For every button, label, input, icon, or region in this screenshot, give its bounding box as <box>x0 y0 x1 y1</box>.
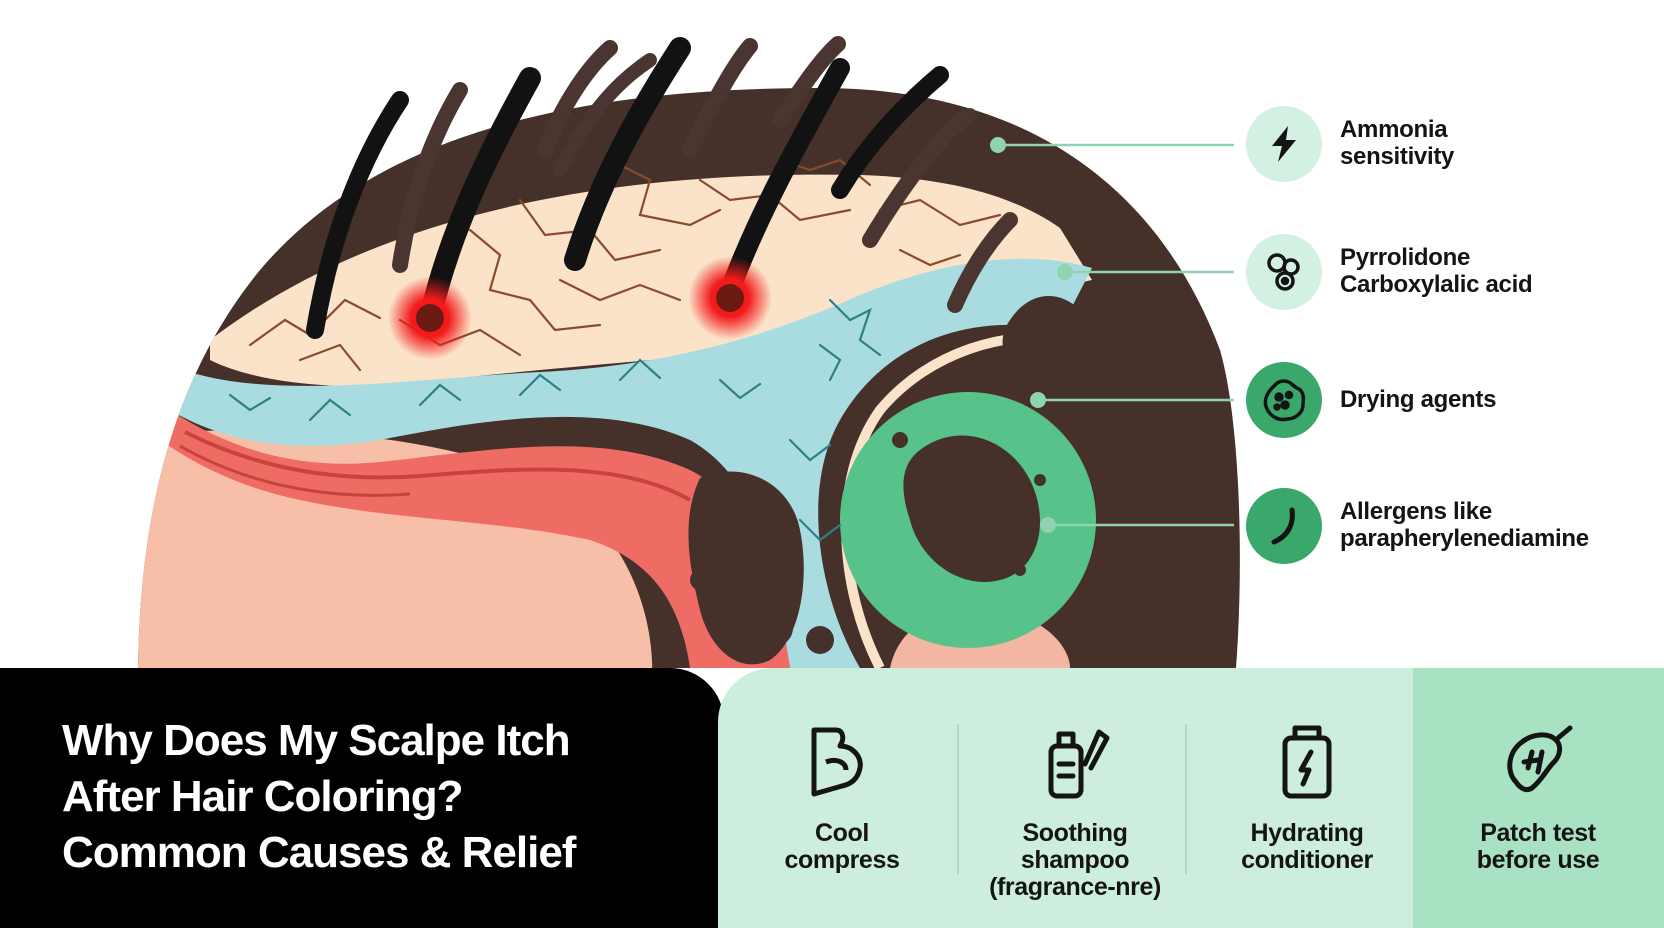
hair-strands <box>306 36 1018 339</box>
relief-highlight <box>1413 668 1664 928</box>
drying-agent-icon <box>1246 362 1322 438</box>
lightning-icon <box>1246 106 1322 182</box>
callout-lines <box>998 143 1234 527</box>
callout-dots <box>990 137 1073 533</box>
conditioner-bottle-icon <box>1267 722 1347 802</box>
cause-drying-agents: Drying agents <box>1246 362 1496 438</box>
curve-icon <box>1246 488 1322 564</box>
dermis-layer <box>170 258 1092 668</box>
shampoo-bottle-icon <box>1035 722 1115 802</box>
divider <box>957 724 959 874</box>
title-panel: Why Does My Scalpe Itch After Hair Color… <box>0 668 724 928</box>
dermis-fibers <box>228 298 882 542</box>
compress-icon <box>802 722 882 802</box>
divider <box>1185 724 1187 874</box>
title-line-3: Common Causes & Relief <box>62 828 576 877</box>
title-line-2: After Hair Coloring? <box>62 772 463 821</box>
title-line-1: Why Does My Scalpe Itch <box>62 716 571 765</box>
molecule-icon <box>1246 234 1322 310</box>
cause-label: Drying agents <box>1340 385 1497 413</box>
patch-test-icon <box>1498 722 1578 802</box>
